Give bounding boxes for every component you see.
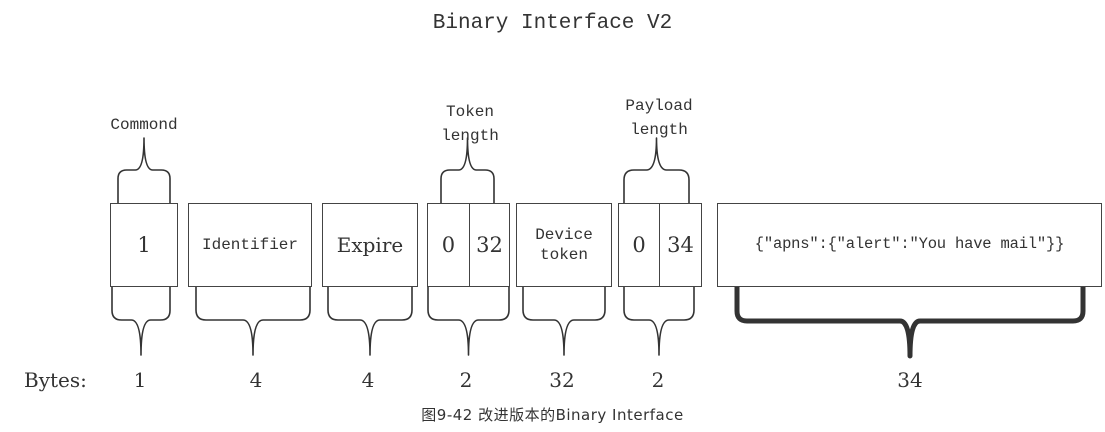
bytes-command: 1 — [133, 368, 147, 392]
payload-length-bottom-brace — [623, 287, 695, 356]
device-token-bottom-brace — [522, 287, 606, 356]
bytes-token-length: 2 — [459, 368, 473, 392]
token-length-low-byte: 32 — [468, 204, 509, 286]
command-value: 1 — [137, 233, 151, 257]
bytes-row-label: Bytes: — [24, 368, 87, 392]
payload-length-top-brace — [623, 137, 690, 203]
command-field-box: 1 — [110, 203, 178, 287]
identifier-field-box: Identifier — [188, 203, 312, 287]
bytes-identifier: 4 — [249, 368, 263, 392]
payload-json: {"apns":{"alert":"You have mail"}} — [754, 235, 1065, 254]
token-length-top-brace — [440, 137, 495, 203]
payload-length-top-label-text: Payload length — [625, 97, 693, 139]
command-top-label: Commond — [110, 116, 178, 134]
expire-label: Expire — [336, 233, 404, 257]
bytes-device-token: 32 — [549, 368, 575, 392]
payload-length-top-label: Payload length — [607, 94, 711, 142]
identifier-bottom-brace — [195, 287, 311, 356]
bytes-expire: 4 — [361, 368, 375, 392]
expire-field-box: Expire — [322, 203, 418, 287]
bytes-payload: 34 — [897, 368, 923, 392]
payload-bottom-brace — [734, 287, 1086, 359]
token-length-top-label-text: Token length — [441, 103, 499, 145]
token-length-top-label: Token length — [420, 100, 520, 148]
expire-bottom-brace — [327, 287, 413, 356]
bytes-payload-length: 2 — [651, 368, 665, 392]
command-bottom-brace — [111, 287, 171, 356]
command-top-brace — [117, 137, 171, 203]
payload-length-low-byte: 34 — [659, 204, 701, 286]
device-token-label: Device token — [535, 226, 593, 264]
payload-length-field-box: 0 34 — [618, 203, 702, 287]
payload-field-box: {"apns":{"alert":"You have mail"}} — [717, 203, 1102, 287]
diagram-title: Binary Interface V2 — [432, 12, 673, 35]
figure-caption: 图9-42 改进版本的Binary Interface — [421, 406, 684, 424]
identifier-label: Identifier — [201, 236, 298, 254]
device-token-field-box: Device token — [516, 203, 612, 287]
payload-length-high-byte: 0 — [632, 233, 646, 257]
token-length-high-byte: 0 — [441, 233, 456, 257]
token-length-bottom-brace — [427, 287, 510, 356]
token-length-field-box: 0 32 — [427, 203, 510, 287]
